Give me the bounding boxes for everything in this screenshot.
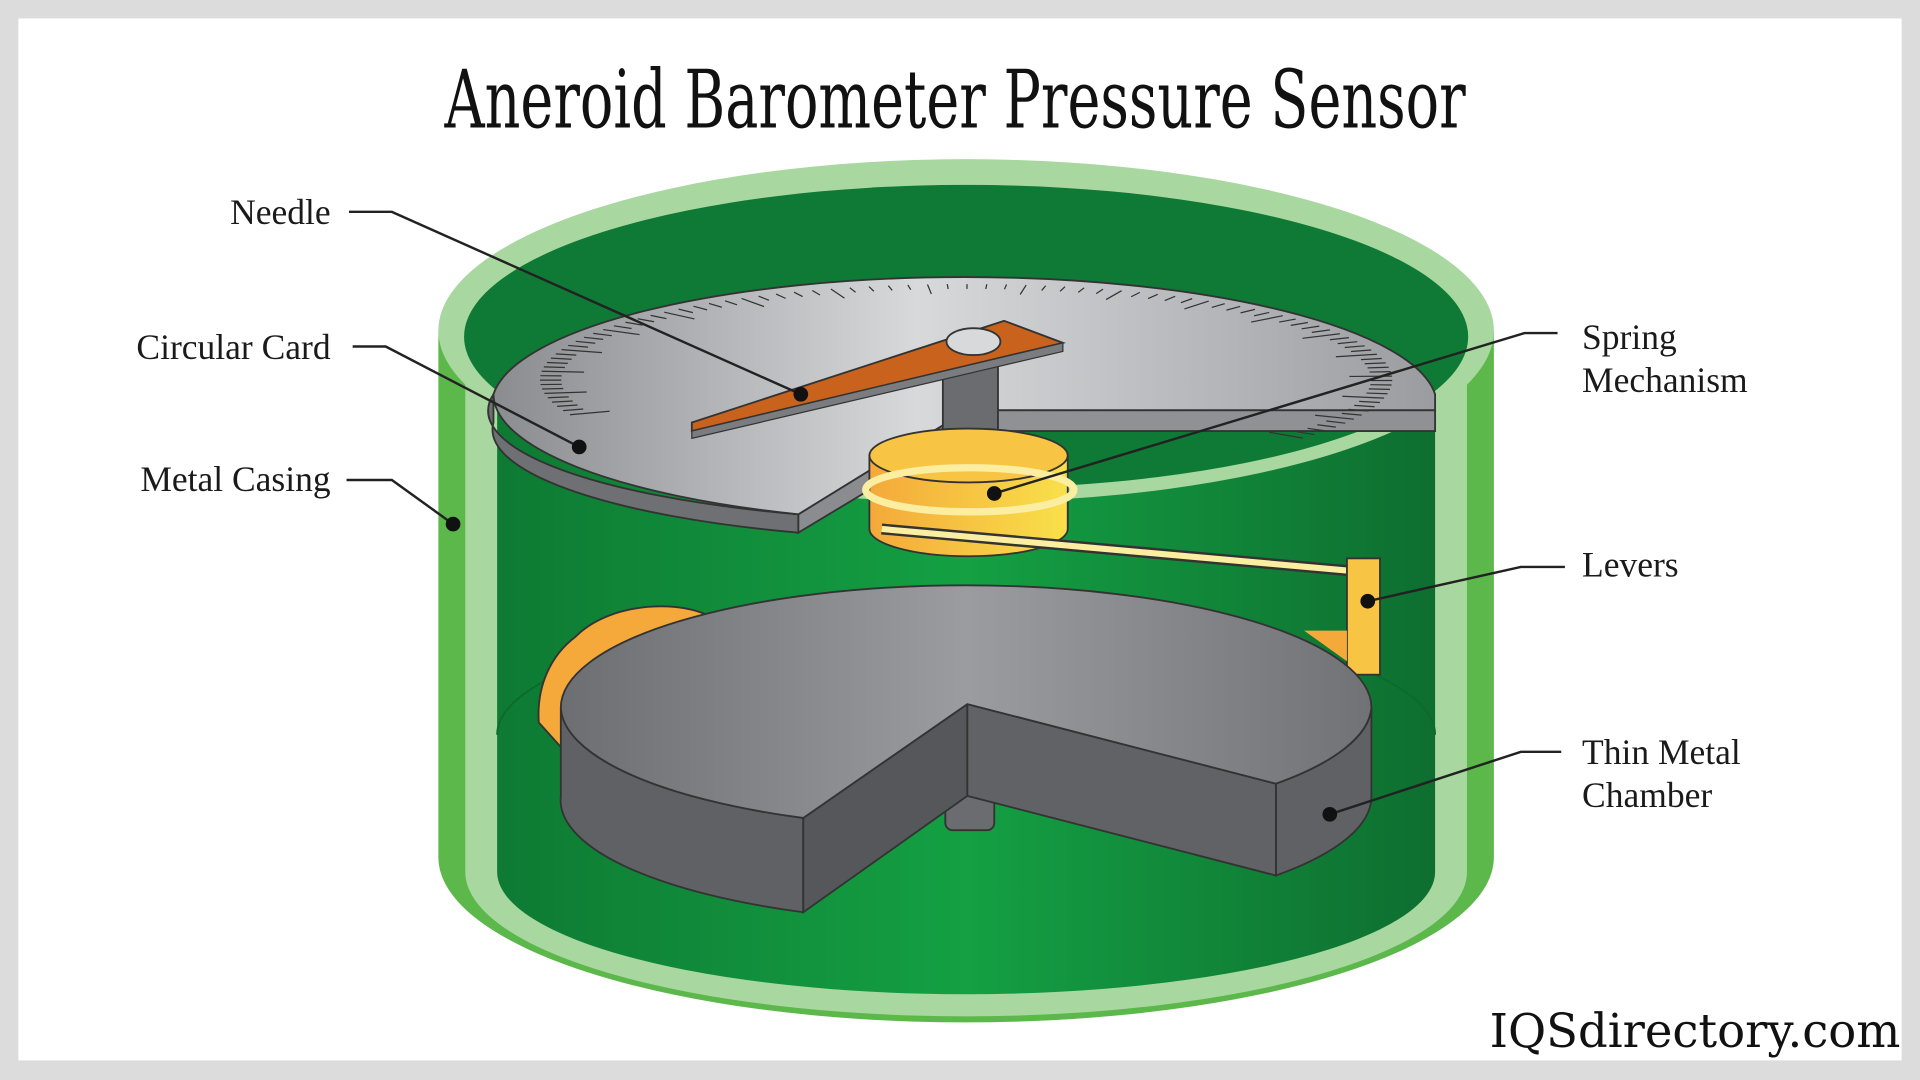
leader-lines [346,210,1565,822]
dial-tick [793,291,803,298]
dial-tick [1226,305,1241,311]
dial-tick [1105,290,1122,301]
watermark: IQSdirectory.com [1490,1004,1901,1058]
dial-tick [775,293,786,299]
dial-tick [724,300,738,306]
dial-tick [1360,357,1382,361]
dial-tick [1335,353,1377,358]
thin-metal-chamber [537,584,1373,915]
dial-tick [593,332,612,337]
label-chamber-line1: Thin Metal [1582,732,1741,772]
dial-tick [1337,341,1358,345]
lever [881,523,1381,676]
dial-tick [811,289,821,296]
dial-tick [1348,408,1369,412]
dial-ticks [540,284,1393,439]
dial-tick [830,288,845,299]
dial-tick [547,396,569,399]
dial-tick [603,328,640,336]
dial-tick [569,410,610,416]
label-circular-card: Circular Card [136,327,330,367]
dial-tick [546,361,568,364]
label-levers: Levers [1582,545,1679,585]
dial-tick [1279,318,1296,323]
dial-tick [1041,285,1047,291]
dial-tick [1315,414,1354,420]
dial-tick [637,318,655,323]
dial-tick [1367,366,1389,369]
dial-tick [1290,321,1308,326]
dial-tick [561,348,603,354]
label-chamber-line2: Chamber [1582,775,1712,815]
dial-tick [868,286,875,292]
label-spring-line1: Spring [1582,317,1677,357]
dial-tick [1342,395,1385,399]
dial-tick [1326,420,1346,424]
dial-tick [563,408,584,412]
dial-tick [1344,345,1365,349]
dial-tick [1354,404,1375,408]
dial-tick [664,311,695,320]
dial-tick [1130,291,1141,298]
dial-tick [557,404,578,407]
dial-tick [1019,284,1027,295]
dial-tick [926,284,932,295]
label-spring-line2: Mechanism [1582,360,1748,400]
dial-tick [650,314,667,320]
dial-tick [1297,431,1315,436]
page-title: Aneroid Barometer Pressure Sensor [444,53,1466,147]
dial-tick [887,285,893,291]
dial-tick [568,344,589,348]
dial-tick [1253,311,1270,317]
dial-tick [544,391,587,394]
dial-tick [1184,300,1209,310]
dial-tick [1350,349,1372,353]
dial-tick [1003,284,1008,290]
dial-tick [541,370,585,373]
dial-tick [1147,293,1158,300]
dial-tick [1077,287,1085,293]
dial-tick [1164,295,1176,302]
dial-tick [946,284,949,290]
dial-tick [1251,315,1283,323]
dial-tick [758,295,770,301]
dial-tick [849,287,857,293]
dial-tick [985,284,988,290]
dial-tick [575,340,596,344]
dial-tick [613,325,632,330]
label-needle: Needle [230,192,331,232]
dial-tick [543,366,565,369]
dial-tick [1311,329,1331,333]
dial-tick [1364,362,1386,365]
dial-tick [583,336,604,341]
dial-tick [1269,431,1303,439]
dial-tick [1059,286,1066,292]
dial-tick [693,305,708,311]
dial-tick [625,321,643,326]
label-metal-casing: Metal Casing [140,459,331,499]
dial-tick [1240,308,1256,314]
dial-tick [1302,333,1340,339]
dial-tick [1180,298,1193,304]
dial-tick [1366,392,1388,395]
dial-tick [1307,427,1326,432]
dial-tick [678,308,694,314]
dial-tick [1359,400,1380,404]
dial-tick [555,353,577,356]
dial-tick [708,302,722,308]
dial-tick [551,400,573,403]
dial-tick [1329,337,1350,341]
dial-tick [1317,424,1336,428]
dial-tick [1211,303,1225,309]
dial-tick [907,284,912,291]
dial-tick [741,297,765,308]
dial-tick [1095,288,1104,295]
dial-tick [550,357,572,360]
dial-tick [1301,325,1320,330]
dial-tick [1341,412,1362,416]
